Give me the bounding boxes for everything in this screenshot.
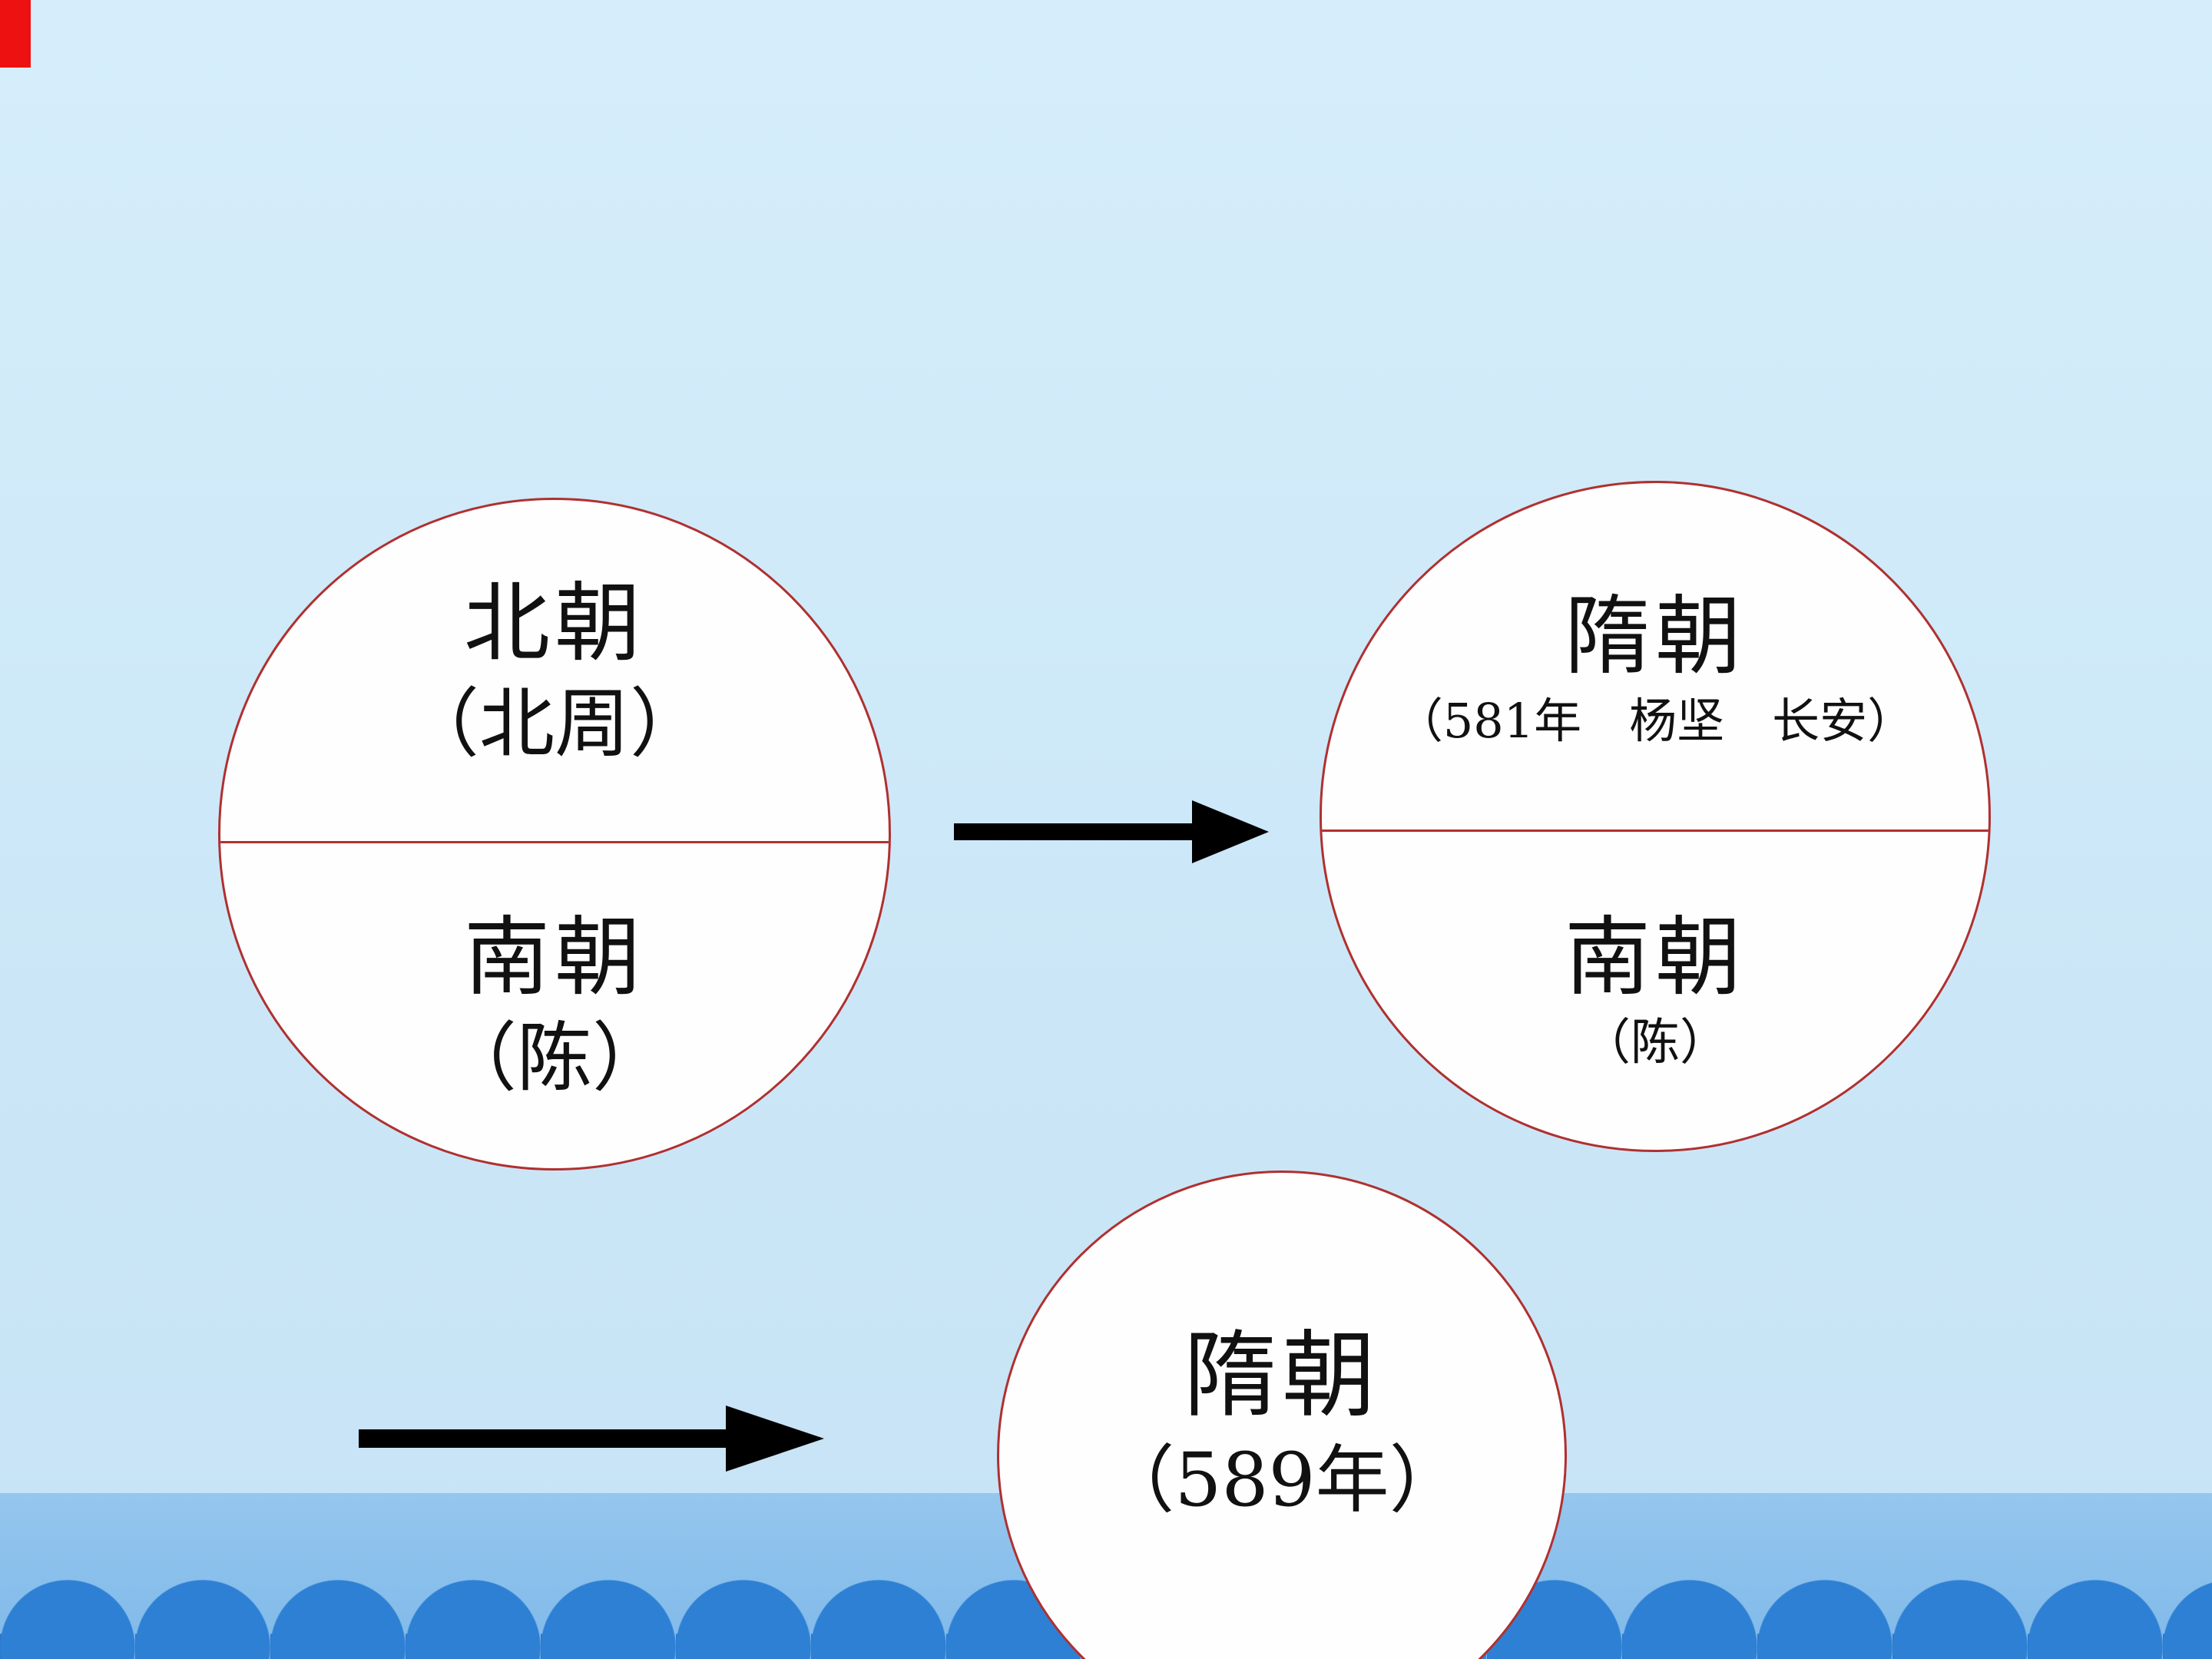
south-dynasty-section: 南朝 （陈）: [1322, 830, 1988, 1150]
chen-label: （陈）: [441, 1014, 667, 1102]
north-dynasty-section: 北朝 （北周）: [220, 500, 889, 841]
circle-divider-line: [1322, 830, 1988, 833]
arrow-right-bottom: [359, 1406, 824, 1472]
sui-unified-circle: 隋朝 （589年）: [997, 1171, 1567, 1659]
sui-south-circle: 隋朝 （581年 杨坚 长安） 南朝 （陈）: [1320, 481, 1991, 1152]
sui-founding-label: （581年 杨坚 长安）: [1395, 693, 1916, 750]
sui-dynasty-label: 隋朝: [1565, 587, 1746, 687]
corner-accent-bar: [0, 0, 31, 68]
sui-unified-section: 隋朝 （589年）: [999, 1173, 1565, 1659]
north-dynasty-label: 北朝: [464, 573, 645, 674]
south-dynasty-label: 南朝: [1565, 908, 1746, 1008]
south-dynasty-label: 南朝: [464, 907, 645, 1008]
north-zhou-label: （北周）: [403, 680, 705, 768]
unification-year-label: （589年）: [1101, 1437, 1463, 1524]
north-south-circle: 北朝 （北周） 南朝 （陈）: [218, 498, 891, 1171]
sui-dynasty-label: 隋朝: [1184, 1320, 1380, 1430]
south-dynasty-section: 南朝 （陈）: [220, 841, 889, 1168]
chen-label: （陈）: [1581, 1015, 1729, 1072]
arrow-right-top: [954, 800, 1269, 863]
sui-dynasty-section: 隋朝 （581年 杨坚 长安）: [1322, 483, 1988, 830]
circle-divider-line: [220, 840, 889, 843]
